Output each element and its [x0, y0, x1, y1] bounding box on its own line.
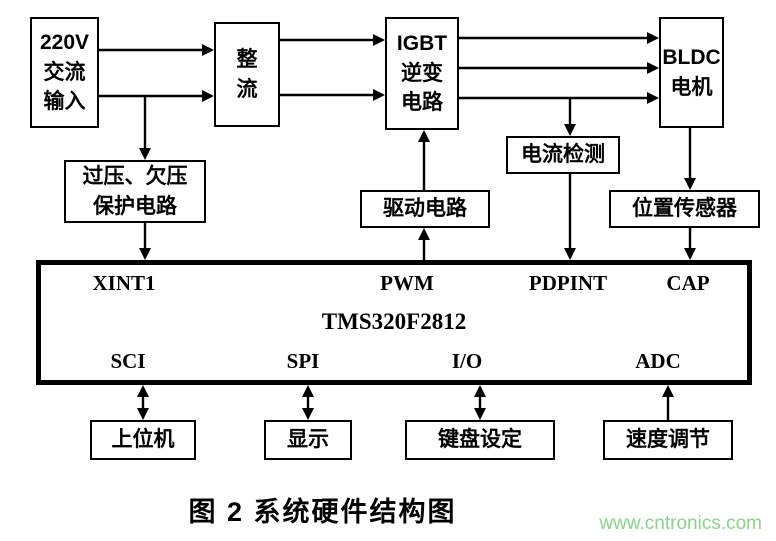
- block-bldc-motor: BLDC 电机: [659, 17, 724, 128]
- arrow-pwm-to-driver: [418, 228, 430, 260]
- block-current-detect: 电流检测: [506, 136, 620, 174]
- arrow-protection-to-xint1: [139, 223, 151, 260]
- dsp-name: TMS320F2812: [321, 309, 467, 334]
- block-drive-circuit: 驱动电路: [360, 190, 490, 228]
- figure-caption: 图 2 系统硬件结构图: [188, 497, 457, 527]
- pin-cap: CAP: [666, 271, 710, 295]
- block-host-pc: 上位机: [90, 420, 196, 460]
- arrow-ac-to-rectifier: [99, 44, 214, 102]
- block-keypad: 键盘设定: [405, 420, 555, 460]
- block-display: 显示: [264, 420, 352, 460]
- arrow-current-detect-to-pdpint: [564, 174, 576, 260]
- pin-io: I/O: [451, 349, 483, 373]
- pin-xint1: XINT1: [92, 271, 156, 295]
- block-ac-input: 220V 交流 输入: [30, 17, 99, 128]
- arrow-ac-line-to-protection: [139, 96, 151, 160]
- block-igbt-inverter: IGBT 逆变 电路: [385, 17, 459, 130]
- block-position-sensor: 位置传感器: [609, 190, 760, 228]
- block-protection-circuit: 过压、欠压 保护电路: [64, 160, 206, 223]
- arrow-spi-display: [302, 385, 314, 420]
- pin-sci: SCI: [110, 349, 146, 373]
- arrow-motor-to-position-sensor: [684, 128, 696, 190]
- arrow-driver-to-inverter: [418, 130, 430, 190]
- arrow-speed-to-adc: [662, 385, 674, 420]
- pin-pdpint: PDPINT: [528, 271, 608, 295]
- pin-spi: SPI: [286, 349, 320, 373]
- pin-pwm: PWM: [380, 271, 434, 295]
- arrow-inverter-to-motor: [459, 32, 659, 104]
- pin-adc: ADC: [635, 349, 681, 373]
- watermark-text: www.cntronics.com: [599, 513, 762, 534]
- arrow-position-sensor-to-cap: [684, 228, 696, 260]
- arrow-sci-host: [137, 385, 149, 420]
- block-speed-adjust: 速度调节: [603, 420, 733, 460]
- arrow-io-keypad: [474, 385, 486, 420]
- block-dsp-tms320f2812: XINT1 PWM PDPINT CAP TMS320F2812 SCI SPI…: [36, 260, 752, 385]
- arrow-line-to-current-detect: [564, 98, 576, 136]
- arrow-rectifier-to-inverter: [280, 34, 385, 101]
- block-rectifier: 整 流: [214, 22, 280, 127]
